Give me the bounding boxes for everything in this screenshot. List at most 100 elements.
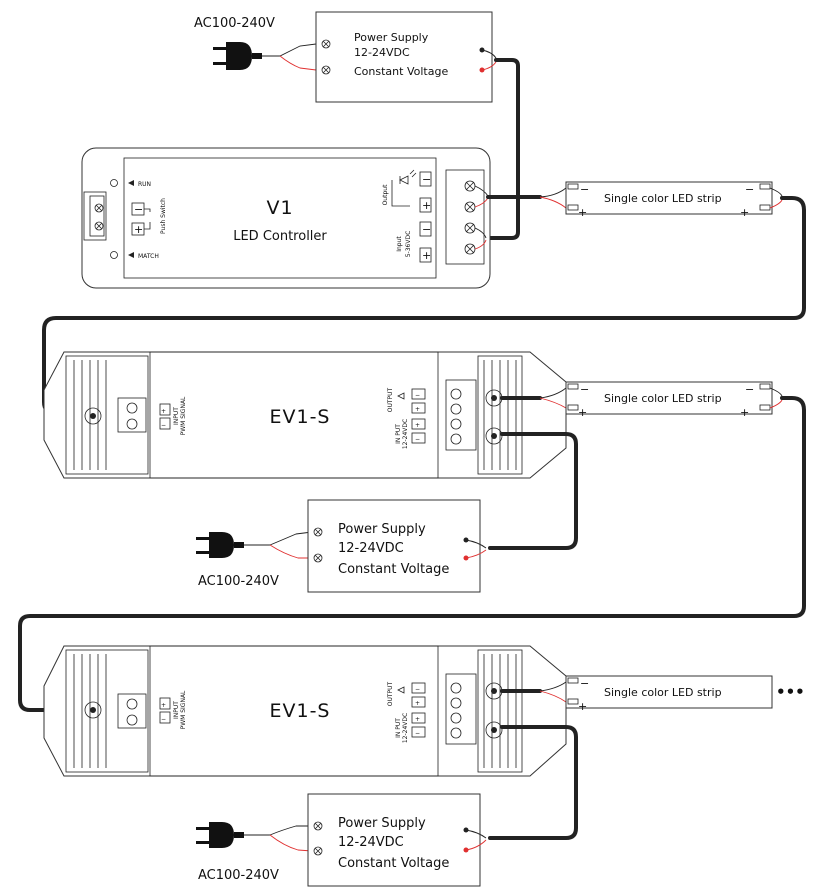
repeater1-right-vents-icon bbox=[483, 360, 517, 470]
controller-output-terminals-icon bbox=[464, 180, 476, 255]
repeater2-input-terminal-icon bbox=[126, 698, 138, 710]
repeater2-out-plus: + bbox=[415, 700, 420, 707]
push-switch-label: Push Switch bbox=[160, 198, 167, 234]
led-strip-1: − + − + Single color LED strip bbox=[565, 181, 773, 219]
v1-controller: RUN MATCH − + Push Switch V1 LED Control… bbox=[81, 147, 491, 289]
top-supply-line2: 12-24VDC bbox=[354, 46, 410, 59]
power-supply-1: AC100-240V Power Supply 12-24VDC Constan… bbox=[196, 499, 487, 593]
top-supply-ac-terminals bbox=[321, 39, 331, 75]
repeater1-title: EV1-S bbox=[269, 406, 330, 428]
strip3-left-minus: − bbox=[580, 677, 589, 690]
strip1-right-plus: + bbox=[740, 206, 749, 219]
out-minus-label: − bbox=[422, 173, 431, 186]
repeater1-in-minus: − bbox=[415, 436, 420, 443]
repeater2-input-connector-icon bbox=[84, 701, 102, 719]
repeater2-title: EV1-S bbox=[269, 700, 330, 722]
repeater2-led-icon bbox=[397, 686, 405, 694]
repeater2-pwm-minus: − bbox=[161, 716, 166, 723]
supply1-line3: Constant Voltage bbox=[338, 562, 449, 577]
repeater1-out-minus: − bbox=[415, 392, 420, 399]
controller-left-terminal-icon bbox=[94, 203, 104, 231]
repeater1-input-label: INPUT bbox=[173, 407, 180, 425]
supply2-ac-terminals bbox=[313, 821, 323, 856]
strip2-left-minus: − bbox=[580, 383, 589, 396]
supply1-ac-terminals bbox=[313, 527, 323, 563]
supply1-ac-label: AC100-240V bbox=[198, 574, 279, 589]
supply2-line1: Power Supply bbox=[338, 816, 426, 831]
top-ac-label: AC100-240V bbox=[194, 16, 275, 31]
repeater2-in-minus: − bbox=[415, 730, 420, 737]
repeater2-pwm-plus: + bbox=[161, 702, 166, 709]
repeater1-pwm-minus: − bbox=[161, 422, 166, 429]
repeater2-left-vents-icon bbox=[73, 654, 107, 768]
repeater1-led-icon bbox=[397, 392, 405, 400]
top-supply-box bbox=[315, 11, 493, 103]
repeater2-pwm-label: PWM SIGNAL bbox=[180, 690, 187, 729]
strip1-left-minus: − bbox=[580, 183, 589, 196]
repeater2-in-label: IN PUT bbox=[395, 718, 402, 738]
strip3-left-plus: + bbox=[578, 700, 587, 713]
supply2-ac-label: AC100-240V bbox=[198, 868, 279, 883]
repeater1-out-plus: + bbox=[415, 406, 420, 413]
run-label: RUN bbox=[138, 181, 151, 188]
supply1-line1: Power Supply bbox=[338, 522, 426, 537]
repeater1-pwm-plus: + bbox=[161, 408, 166, 415]
out-plus-label: + bbox=[422, 199, 431, 212]
supply2-line3: Constant Voltage bbox=[338, 856, 449, 871]
repeater1-in-voltage: 12-24VDC bbox=[402, 419, 409, 449]
repeater1-input-terminal-icon bbox=[126, 402, 138, 414]
repeater1-input-connector-icon bbox=[84, 407, 102, 425]
repeater2-input-label: INPUT bbox=[173, 701, 180, 719]
strip2-label: Single color LED strip bbox=[604, 392, 722, 405]
strip3-label: Single color LED strip bbox=[604, 686, 722, 699]
controller-title: V1 bbox=[266, 197, 293, 219]
push-minus-label: − bbox=[134, 203, 143, 216]
top-ac-plug-icon bbox=[213, 42, 317, 71]
supply2-line2: 12-24VDC bbox=[338, 835, 404, 850]
repeater2-in-plus: + bbox=[415, 716, 420, 723]
controller-input-label: Input bbox=[396, 236, 403, 252]
supply1-ac-plug-icon bbox=[196, 531, 313, 559]
repeater2-right-vents-icon bbox=[483, 654, 517, 768]
continuation-dots: ••• bbox=[776, 683, 805, 701]
repeater-1: + − INPUT PWM SIGNAL EV1-S OUTPUT IN PUT… bbox=[43, 351, 567, 479]
strip2-right-minus: − bbox=[745, 383, 754, 396]
strip2-right-plus: + bbox=[740, 406, 749, 419]
supply1-cable bbox=[488, 432, 578, 550]
supply2-cable bbox=[488, 725, 578, 840]
push-plus-label: + bbox=[134, 223, 143, 236]
controller-output-label: Output bbox=[382, 184, 389, 205]
run-led-icon bbox=[110, 179, 118, 187]
repeater2-out-minus: − bbox=[415, 686, 420, 693]
top-supply-line3: Constant Voltage bbox=[354, 65, 448, 78]
in-plus-label: + bbox=[422, 249, 431, 262]
repeater2-in-voltage: 12-24VDC bbox=[402, 713, 409, 743]
strip1-left-plus: + bbox=[578, 206, 587, 219]
repeater1-left-vents-icon bbox=[73, 360, 107, 470]
strip1-label: Single color LED strip bbox=[604, 192, 722, 205]
led-strip-3: − + Single color LED strip bbox=[565, 675, 773, 713]
strip2-left-plus: + bbox=[578, 406, 587, 419]
power-supply-2: AC100-240V Power Supply 12-24VDC Constan… bbox=[196, 793, 487, 887]
repeater1-in-plus: + bbox=[415, 422, 420, 429]
in-minus-label: − bbox=[422, 223, 431, 236]
repeater2-output-label: OUTPUT bbox=[387, 681, 394, 706]
top-power-supply: AC100-240V Power Supply 12-24VDC Constan… bbox=[194, 11, 497, 103]
output-led-icon bbox=[391, 169, 417, 207]
repeater1-output-label: OUTPUT bbox=[387, 387, 394, 412]
supply2-ac-plug-icon bbox=[196, 822, 313, 852]
strip2-to-repeater2-cable bbox=[18, 396, 806, 712]
led-strip-2: − + − + Single color LED strip bbox=[565, 381, 773, 419]
strip1-right-minus: − bbox=[745, 183, 754, 196]
repeater1-output-terminals-icon bbox=[450, 388, 462, 445]
repeater-2: + − INPUT PWM SIGNAL EV1-S OUTPUT IN PUT… bbox=[43, 645, 567, 777]
match-led-icon bbox=[110, 251, 118, 259]
controller-subtitle: LED Controller bbox=[233, 229, 327, 244]
top-supply-line1: Power Supply bbox=[354, 31, 429, 44]
top-supply-cable bbox=[484, 58, 520, 240]
repeater2-output-terminals-icon bbox=[450, 682, 462, 739]
controller-input-voltage: 5-36VDC bbox=[405, 231, 412, 258]
repeater1-in-label: IN PUT bbox=[395, 424, 402, 444]
push-switch-icon bbox=[144, 208, 151, 230]
